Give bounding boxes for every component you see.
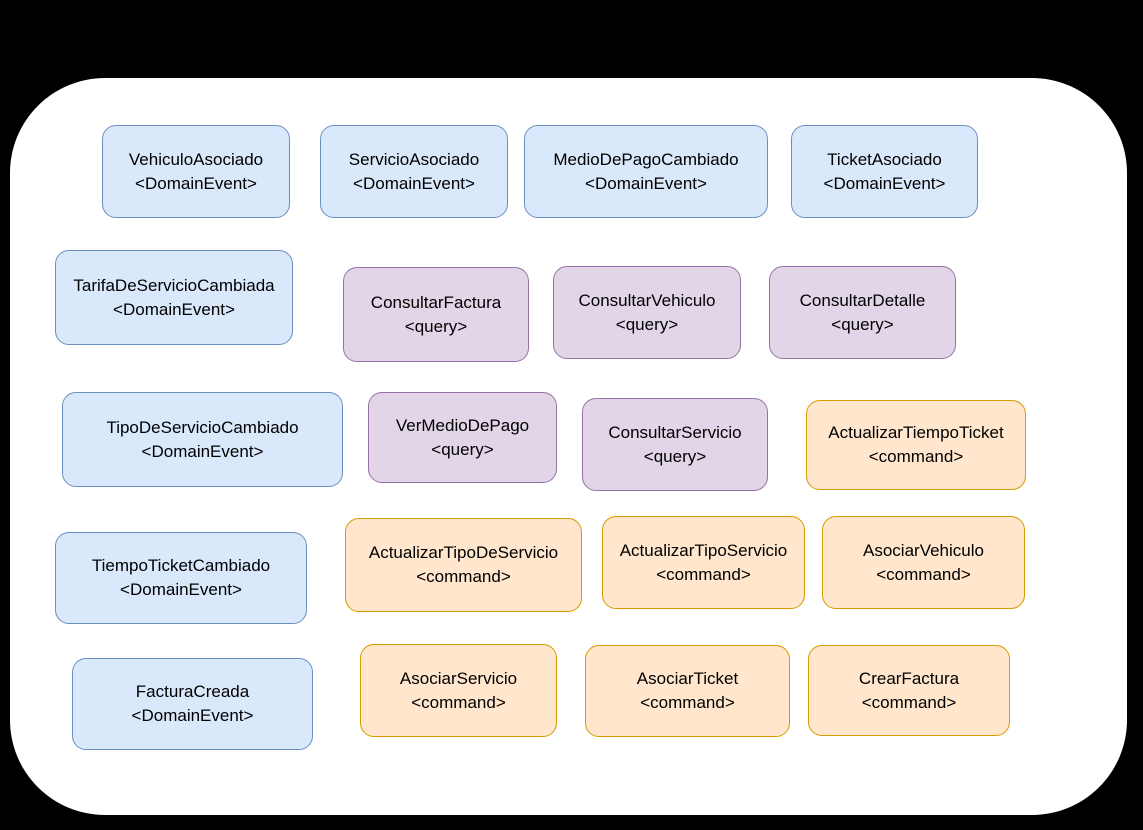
node-label: ActualizarTipoDeServicio [368,543,559,562]
node-stereotype: <query> [643,446,707,466]
node-label: ConsultarServicio [608,422,742,442]
node-stereotype: <DomainEvent> [353,173,475,193]
node-label: AsociarTicket [636,669,739,688]
node-stereotype: <query> [831,314,894,334]
node-label: AsociarServicio [399,668,518,688]
node-label: ConsultarVehiculo [578,290,716,310]
diagram-node-command: ActualizarTiempoTicket <command> [806,400,1026,490]
diagram-node-command: AsociarServicio <command> [360,644,557,737]
diagram-node-command: ActualizarTipoServicio <command> [602,516,805,609]
node-stereotype: <command> [861,692,957,712]
diagram-node-query: ConsultarServicio <query> [582,398,768,491]
diagram-node-command: ActualizarTipoDeServicio <command> [345,518,582,612]
node-stereotype: <DomainEvent> [585,173,707,193]
node-label: ActualizarTiempoTicket [828,423,1004,442]
node-label: TicketAsociado [827,149,942,169]
diagram-node-domain_event: TarifaDeServicioCambiada <DomainEvent> [55,250,293,345]
node-label: ConsultarFactura [370,292,502,312]
diagram-node-domain_event: MedioDePagoCambiado <DomainEvent> [524,125,768,218]
node-label: ActualizarTipoServicio [619,540,788,560]
node-stereotype: <command> [411,692,506,712]
node-label: ConsultarDetalle [799,290,926,310]
node-stereotype: <command> [876,564,971,584]
node-label: MedioDePagoCambiado [553,149,739,169]
node-label: VerMedioDePago [395,415,530,435]
diagram-node-domain_event: FacturaCreada <DomainEvent> [72,658,313,750]
node-stereotype: <DomainEvent> [141,441,264,461]
node-stereotype: <DomainEvent> [823,173,946,193]
node-stereotype: <DomainEvent> [135,173,257,193]
node-label: AsociarVehiculo [863,540,984,560]
diagram-node-query: VerMedioDePago <query> [368,392,557,483]
node-label: ServicioAsociado [348,149,480,169]
diagram-node-command: CrearFactura <command> [808,645,1010,736]
node-stereotype: <command> [416,567,511,586]
diagram-node-domain_event: VehiculoAsociado <DomainEvent> [102,125,290,218]
diagram-node-domain_event: TipoDeServicioCambiado <DomainEvent> [62,392,343,487]
node-label: TarifaDeServicioCambiada [73,275,275,295]
node-label: TipoDeServicioCambiado [106,417,299,437]
diagram-node-domain_event: TiempoTicketCambiado <DomainEvent> [55,532,307,624]
node-label: CrearFactura [858,668,960,688]
node-stereotype: <DomainEvent> [131,706,254,725]
diagram-node-query: ConsultarDetalle <query> [769,266,956,359]
node-label: TiempoTicketCambiado [91,556,271,575]
diagram-node-domain_event: ServicioAsociado <DomainEvent> [320,125,508,218]
node-stereotype: <command> [868,447,964,466]
node-stereotype: <command> [656,564,751,584]
diagram-node-query: ConsultarFactura <query> [343,267,529,362]
diagram-node-domain_event: TicketAsociado <DomainEvent> [791,125,978,218]
diagram-canvas: VehiculoAsociado<DomainEvent>ServicioAso… [10,78,1127,815]
diagram-node-command: AsociarTicket <command> [585,645,790,737]
node-label: FacturaCreada [135,682,250,701]
node-stereotype: <query> [431,439,494,459]
node-stereotype: <DomainEvent> [120,580,242,599]
diagram-node-command: AsociarVehiculo <command> [822,516,1025,609]
node-label: VehiculoAsociado [128,149,264,169]
node-stereotype: <DomainEvent> [113,299,235,319]
node-stereotype: <query> [404,316,468,336]
node-stereotype: <command> [640,693,735,712]
diagram-node-query: ConsultarVehiculo <query> [553,266,741,359]
node-stereotype: <query> [615,314,679,334]
